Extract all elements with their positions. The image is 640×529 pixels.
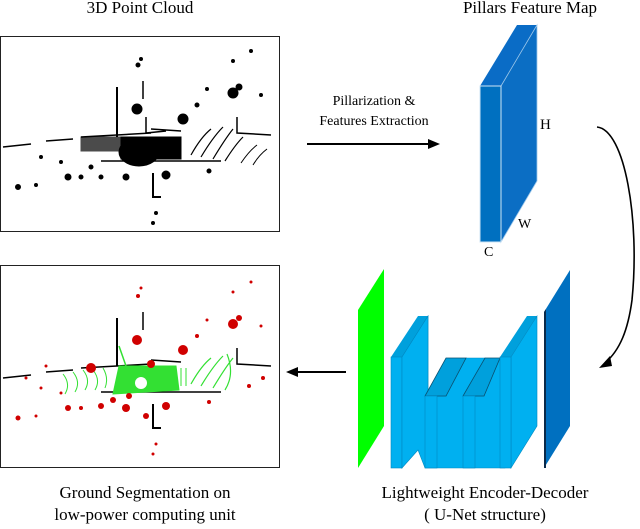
segmented-point-cloud-image [2,280,272,456]
unet-input-layer [544,270,570,468]
network-caption-line2: ( U-Net structure) [424,505,546,524]
unet-output-layer [358,269,384,468]
point-cloud-title: 3D Point Cloud [86,0,194,17]
network-caption: Lightweight Encoder-Decoder ( U-Net stru… [340,482,630,526]
feature-map-front-face [479,85,502,243]
raw-point-cloud-panel [0,36,280,232]
raw-point-cloud-image [2,49,272,225]
segmentation-caption: Ground Segmentation on low-power computi… [10,482,280,526]
segmentation-caption-line2: low-power computing unit [54,505,236,524]
feature-map-axis-c: C [484,245,494,260]
feature-map-axis-w: W [518,217,532,232]
unet-bottleneck [401,314,518,469]
segmentation-caption-line1: Ground Segmentation on [59,483,231,502]
network-caption-line1: Lightweight Encoder-Decoder [381,483,589,502]
pillarization-label-line2: Features Extraction [319,114,429,129]
pillarization-label-line1: Pillarization & [332,94,416,109]
pillarization-label: Pillarization & Features Extraction [300,92,448,132]
unet-decoder-block [499,314,538,470]
feature-map-title: Pillars Feature Map [462,0,598,17]
segmented-point-cloud-panel [0,265,280,468]
feature-map-top-face [480,25,537,86]
feature-map-axis-h: H [540,117,551,133]
